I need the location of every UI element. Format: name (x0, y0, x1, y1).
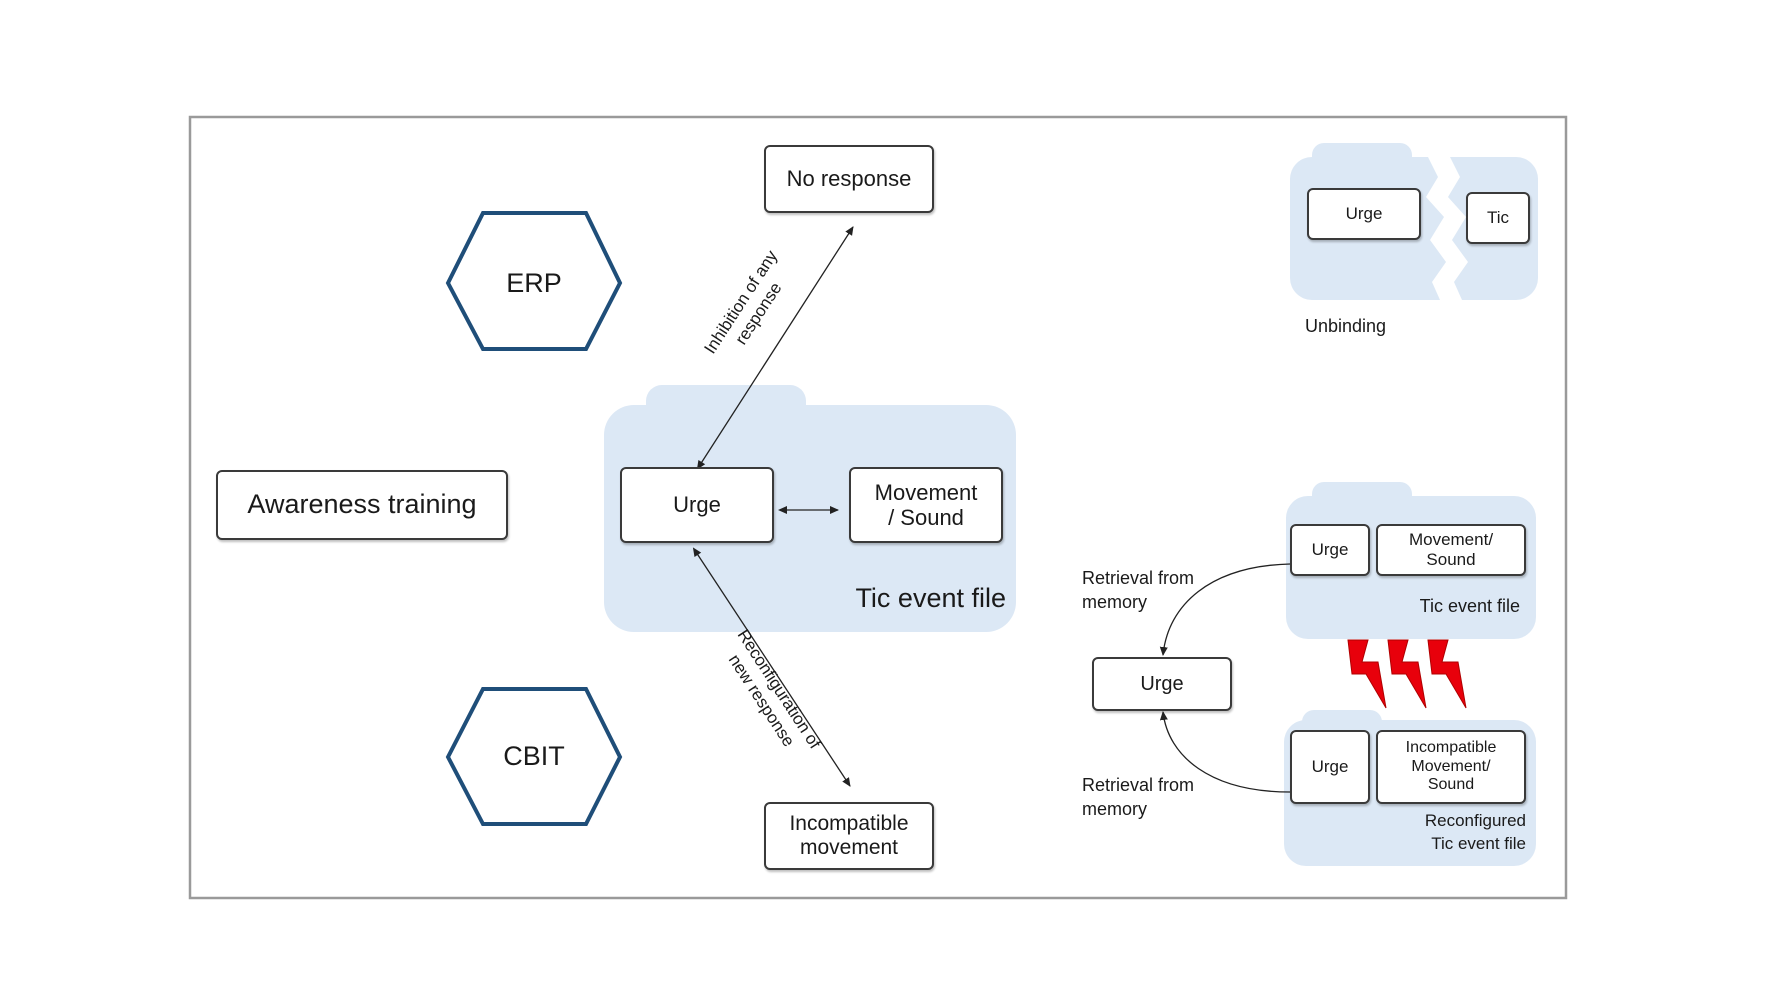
unbinding-label: Unbinding (1305, 316, 1387, 336)
upper-movement-sound-box: Movement/ Sound (1376, 524, 1526, 576)
urge-to-no-response-arrow-icon (696, 226, 854, 470)
erp-label: ERP (506, 268, 562, 299)
no-response-box: No response (764, 145, 934, 213)
awareness-training-box: Awareness training (216, 470, 508, 540)
lightning-bolt-icon (1387, 639, 1427, 709)
movement-sound-box: Movement / Sound (849, 467, 1003, 543)
retrieval-upper-curve-arrow-icon (1159, 563, 1291, 656)
lower-urge-box: Urge (1290, 730, 1370, 804)
urge-box: Urge (620, 467, 774, 543)
retrieval-upper-label: Retrieval from memory (1082, 568, 1195, 613)
urge-to-incompatible-arrow-icon (692, 547, 851, 787)
incompatible-movement-box: Incompatible movement (764, 802, 934, 870)
lightning-bolt-icon (1347, 639, 1387, 709)
cbit-label: CBIT (503, 741, 565, 772)
unbinding-urge-box: Urge (1307, 188, 1421, 240)
diagram-frame (188, 115, 1568, 900)
lightning-bolt-icon (1427, 639, 1467, 709)
retrieval-lower-label: Retrieval from memory (1082, 775, 1195, 820)
erp-hexagon-icon (445, 211, 623, 351)
reconfigured-tic-event-file-label: Reconfigured Tic event file (1424, 811, 1526, 853)
retrieval-lower-curve-arrow-icon (1159, 711, 1291, 793)
upper-urge-box: Urge (1290, 524, 1370, 576)
incompatible-movement-sound-box: Incompatible Movement/ Sound (1376, 730, 1526, 804)
tic-event-file-label: Tic event file (855, 583, 1006, 613)
unbinding-crack (1426, 157, 1468, 300)
cbit-hexagon-icon (445, 687, 623, 826)
upper-tic-event-file-label: Tic event file (1419, 596, 1520, 616)
middle-urge-box: Urge (1092, 657, 1232, 711)
unbinding-tic-box: Tic (1466, 192, 1530, 244)
